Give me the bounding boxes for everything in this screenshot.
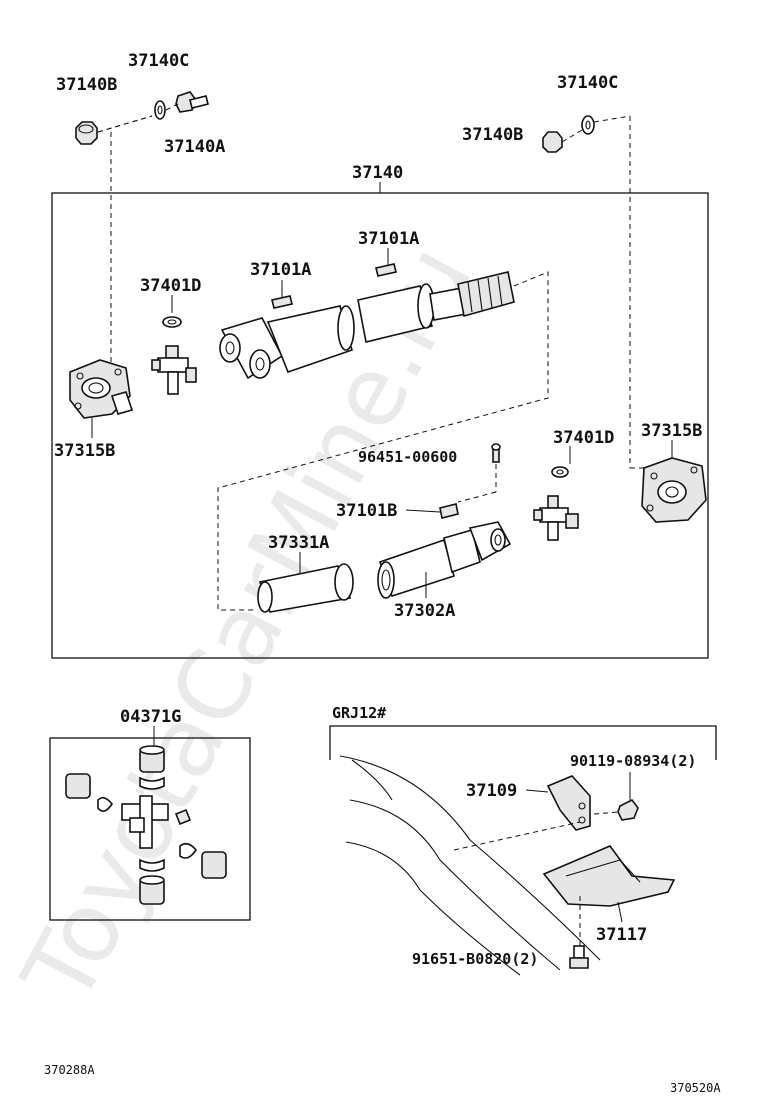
nut-37140b-right [542, 131, 563, 153]
label-91651: 91651-B0820(2) [412, 950, 538, 968]
washer-37140c-right [581, 115, 595, 135]
label-37140c-left: 37140C [128, 51, 189, 71]
snap-ring-37401d-left [162, 316, 182, 328]
balance-weight-37101a-b [375, 263, 397, 277]
label-37109: 37109 [466, 781, 517, 801]
grease-fitting-96451 [491, 443, 501, 463]
bolt-37140a [175, 91, 209, 113]
ujoint-kit-parts [65, 745, 227, 905]
label-37331a: 37331A [268, 533, 329, 553]
ujoint-kit-box-04371g [49, 737, 251, 921]
label-37140: 37140 [352, 163, 403, 183]
grj12-inset-frame [329, 725, 717, 760]
flange-yoke-37315b-left [69, 359, 134, 419]
label-37302a: 37302A [394, 601, 455, 621]
spider-right [533, 495, 579, 541]
label-37401d-right: 37401D [553, 428, 614, 448]
snap-ring-37401d-right [551, 466, 569, 478]
label-37140b-right: 37140B [462, 125, 523, 145]
dust-boot-37331a [257, 563, 354, 613]
cover-37117 [542, 845, 676, 907]
label-37140c-right: 37140C [557, 73, 618, 93]
balance-weight-37101b [439, 503, 459, 519]
label-37117: 37117 [596, 925, 647, 945]
label-04371g: 04371G [120, 707, 181, 727]
washer-37140c-left [154, 100, 166, 120]
label-37315b-left: 37315B [54, 441, 115, 461]
label-37401d-left: 37401D [140, 276, 201, 296]
bolt-90119 [617, 798, 639, 821]
label-96451: 96451-00600 [358, 448, 457, 466]
ref-code-right: 370520A [670, 1081, 721, 1095]
bracket-37109 [546, 775, 591, 831]
balance-weight-37101a-a [271, 295, 293, 309]
bolt-91651 [569, 945, 589, 969]
label-37101a-b: 37101A [358, 229, 419, 249]
slip-yoke-37302a [377, 521, 512, 599]
frame-rail [339, 755, 601, 976]
dashed-link-shaft [217, 271, 549, 611]
propeller-shaft-tube [219, 271, 515, 380]
label-37101a-a: 37101A [250, 260, 311, 280]
label-grj12: GRJ12# [332, 704, 386, 722]
spider-left [151, 345, 197, 395]
flange-yoke-37315b-right [641, 457, 707, 523]
label-37140a: 37140A [164, 137, 225, 157]
label-37101b: 37101B [336, 501, 397, 521]
nut-37140b-left [75, 121, 98, 145]
label-37315b-right: 37315B [641, 421, 702, 441]
label-90119: 90119-08934(2) [570, 752, 696, 770]
label-37140b-left: 37140B [56, 75, 117, 95]
ref-code-left: 370288A [44, 1063, 95, 1077]
